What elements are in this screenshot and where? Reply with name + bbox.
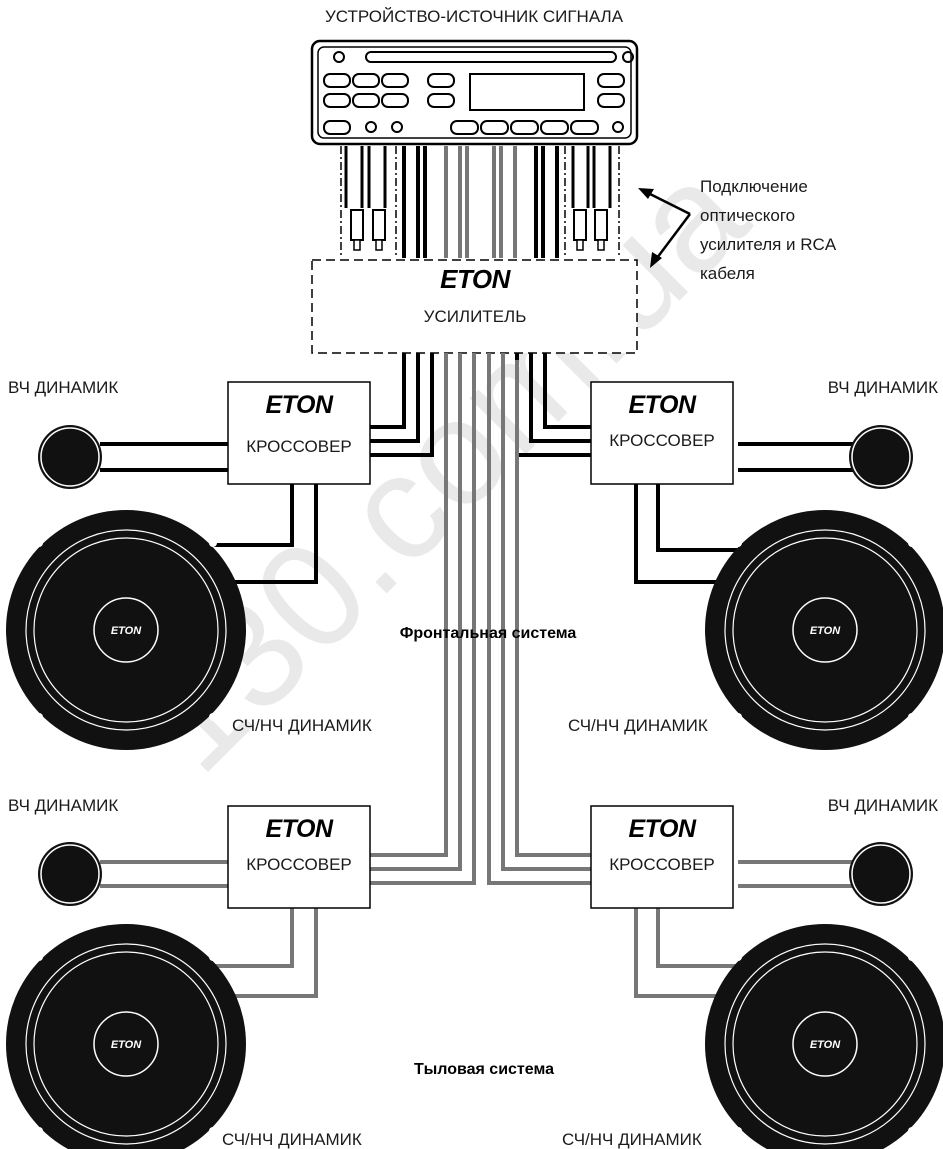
- woofer-label-front-left: СЧ/НЧ ДИНАМИК: [232, 716, 372, 735]
- rear-speaker-wires: [100, 860, 860, 998]
- note-line-4: кабеля: [700, 264, 755, 283]
- crossover-brand-logo: ETON: [266, 391, 334, 419]
- tweeter-front-right: [848, 424, 914, 490]
- note-text: Подключение оптического усилителя и RCA …: [700, 177, 837, 283]
- woofer-rear-right: [704, 923, 943, 1149]
- note-line-2: оптического: [700, 206, 795, 225]
- crossover-label: КРОССОВЕР: [609, 431, 715, 450]
- crossover-label: КРОССОВЕР: [246, 437, 352, 456]
- crossover-brand-logo: ETON: [629, 815, 697, 843]
- crossover-label: КРОССОВЕР: [246, 855, 352, 874]
- woofer-label-rear-right: СЧ/НЧ ДИНАМИК: [562, 1130, 702, 1149]
- crossover-label: КРОССОВЕР: [609, 855, 715, 874]
- rear-wires: [370, 353, 591, 885]
- note-arrows: [638, 188, 691, 268]
- crossover-rear-right: ETON КРОССОВЕР: [590, 805, 734, 909]
- crossover-front-left: ETON КРОССОВЕР: [227, 381, 371, 485]
- rca-cables: [340, 146, 620, 258]
- woofer-brand-logo: ETON: [111, 625, 142, 637]
- woofer-label-rear-left: СЧ/НЧ ДИНАМИК: [222, 1130, 362, 1149]
- front-system-label: Фронтальная система: [400, 625, 577, 642]
- front-speaker-wires: [100, 442, 860, 584]
- head-unit-wires: [402, 146, 559, 258]
- crossover-front-right: ETON КРОССОВЕР: [590, 381, 734, 485]
- amplifier: [311, 259, 638, 354]
- source-device-title: УСТРОЙСТВО-ИСТОЧНИК СИГНАЛА: [325, 7, 624, 26]
- tweeter-rear-left: [37, 841, 103, 907]
- tweeter-label-front-left: ВЧ ДИНАМИК: [8, 378, 118, 397]
- note-line-1: Подключение: [700, 177, 808, 196]
- woofer-rear-left: [5, 923, 247, 1149]
- woofer-brand-logo: ETON: [810, 625, 841, 637]
- tweeter-rear-right: [848, 841, 914, 907]
- crossover-brand-logo: ETON: [629, 391, 697, 419]
- amplifier-label: УСИЛИТЕЛЬ: [424, 307, 527, 326]
- note-line-3: усилителя и RCA: [700, 235, 837, 254]
- woofer-brand-logo: ETON: [810, 1039, 841, 1051]
- woofer-label-front-right: СЧ/НЧ ДИНАМИК: [568, 716, 708, 735]
- crossover-brand-logo: ETON: [266, 815, 334, 843]
- head-unit: [310, 39, 639, 146]
- tweeter-label-rear-right: ВЧ ДИНАМИК: [828, 796, 938, 815]
- tweeter-label-front-right: ВЧ ДИНАМИК: [828, 378, 938, 397]
- tweeter-front-left: [37, 424, 103, 490]
- tweeter-label-rear-left: ВЧ ДИНАМИК: [8, 796, 118, 815]
- crossover-rear-left: ETON КРОССОВЕР: [227, 805, 371, 909]
- rear-system-label: Тыловая система: [414, 1061, 554, 1078]
- woofer-brand-logo: ETON: [111, 1039, 142, 1051]
- amplifier-brand-logo: ETON: [440, 264, 511, 294]
